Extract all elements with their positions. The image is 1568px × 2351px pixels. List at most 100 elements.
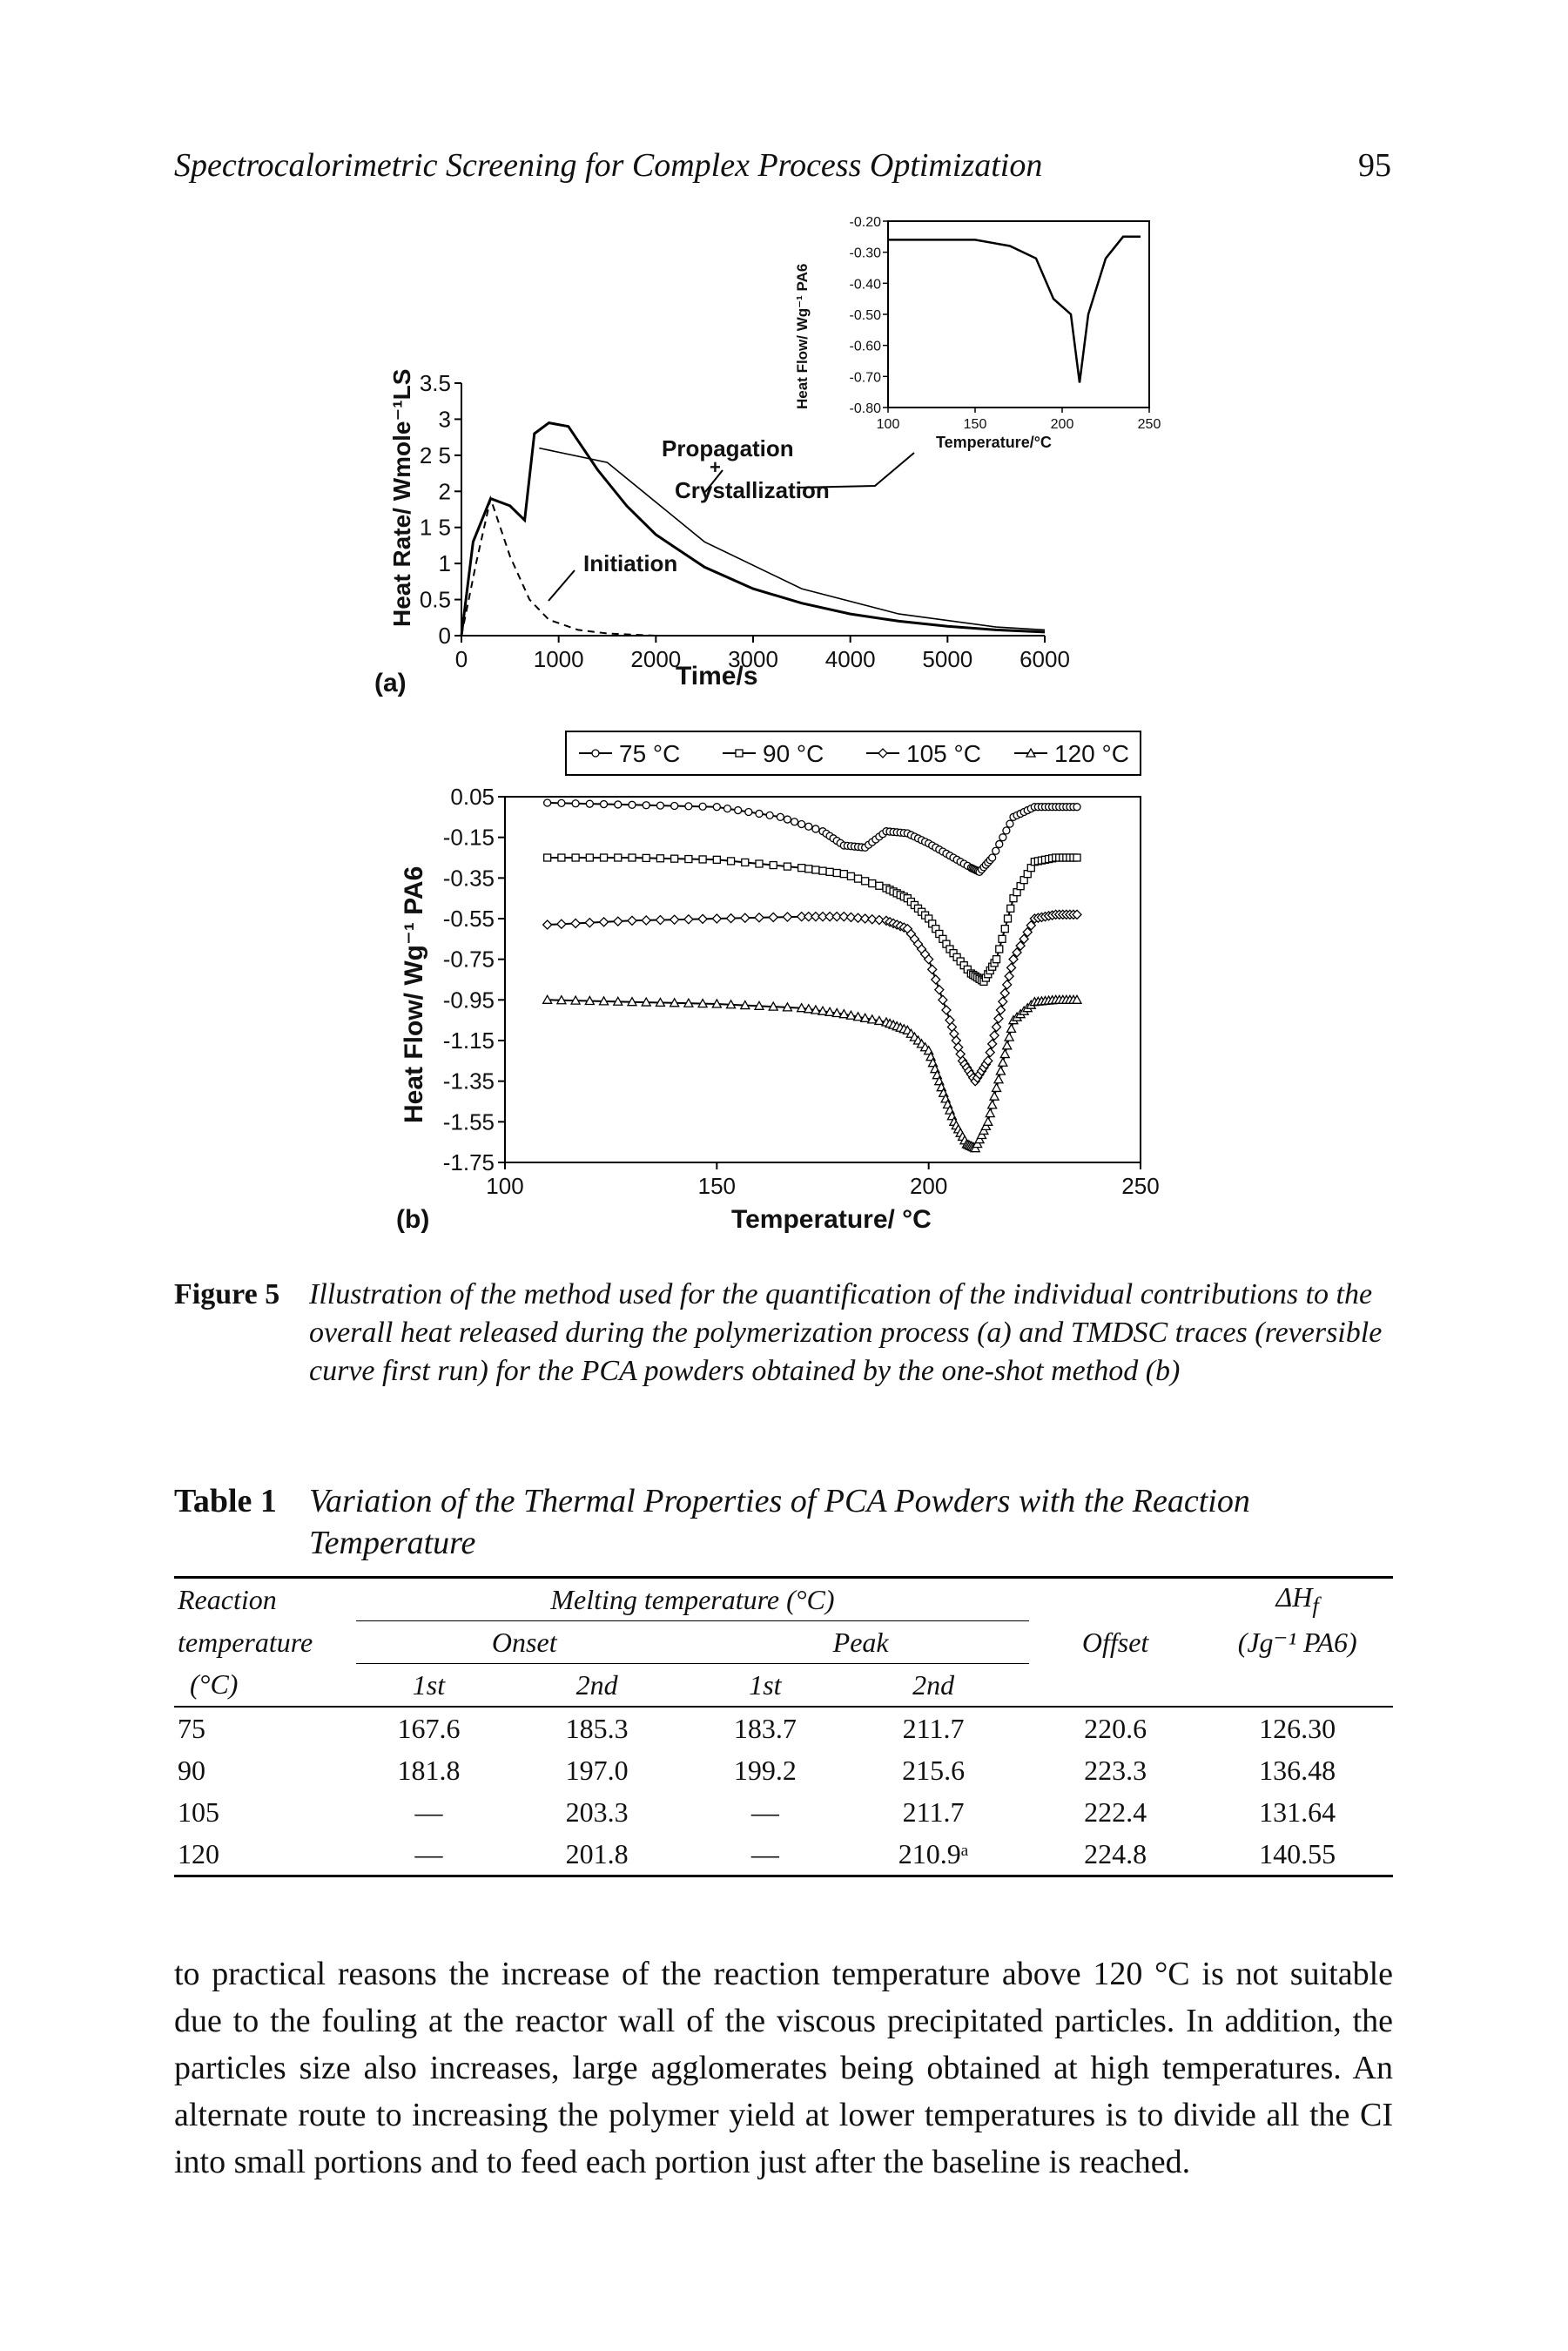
data-point — [992, 846, 1000, 855]
table-cell: 181.8 — [397, 1754, 461, 1786]
running-title: Spectrocalorimetric Screening for Comple… — [174, 147, 1043, 184]
table-cell: 223.3 — [1084, 1754, 1147, 1786]
th-peak-1st: 1st — [692, 1663, 838, 1708]
inset-x-tick-label: 200 — [1051, 417, 1074, 432]
legend-label: 90 °C — [763, 740, 824, 767]
data-point — [656, 801, 665, 810]
y-tick-label: -0.35 — [443, 865, 495, 891]
data-point — [853, 874, 863, 883]
data-point — [754, 912, 764, 923]
x-tick-label: 200 — [910, 1173, 947, 1199]
data-point — [1004, 971, 1015, 982]
data-point — [782, 1001, 793, 1012]
figure-caption-text: Illustration of the method used for the … — [309, 1278, 1383, 1387]
x-tick-label: 250 — [1121, 1173, 1159, 1199]
data-point — [995, 945, 1004, 953]
data-point — [585, 853, 594, 862]
data-point — [796, 1002, 807, 1013]
data-point — [612, 916, 623, 927]
data-point — [669, 997, 680, 1007]
legend-marker — [1025, 747, 1037, 758]
data-point — [818, 911, 828, 922]
data-point — [744, 807, 753, 817]
data-point — [571, 799, 580, 808]
data-point — [838, 911, 850, 922]
inset-y-tick-label: -0.70 — [850, 370, 882, 385]
data-point — [810, 911, 821, 922]
data-point — [845, 1009, 857, 1020]
data-point — [683, 913, 694, 925]
data-point — [755, 859, 764, 868]
table-cell: 140.55 — [1259, 1837, 1336, 1869]
data-point — [818, 866, 827, 875]
data-point — [684, 802, 693, 811]
data-point — [555, 994, 567, 1005]
y-tick-label: 0.5 — [420, 587, 451, 613]
th-onset-2nd: 2nd — [501, 1663, 693, 1708]
data-point — [859, 913, 871, 924]
data-point — [1072, 909, 1082, 920]
table-cell: 185.3 — [565, 1712, 629, 1744]
data-point — [804, 865, 813, 873]
data-point — [1003, 914, 1013, 923]
inset-y-tick-label: -0.60 — [850, 340, 882, 354]
series-line-2 — [547, 913, 1077, 1083]
inset-y-tick-label: -0.30 — [850, 246, 882, 261]
data-point — [852, 913, 864, 924]
inset-x-tick-label: 100 — [877, 417, 900, 432]
data-point — [584, 995, 596, 1006]
data-point — [1015, 940, 1026, 952]
data-point — [999, 1048, 1011, 1059]
data-point — [628, 800, 636, 809]
data-point — [1073, 853, 1081, 862]
th-offset: Offset — [1081, 1626, 1149, 1658]
figure-caption-label: Figure 5 — [174, 1278, 280, 1310]
data-point — [810, 1004, 821, 1014]
data-point — [599, 799, 609, 809]
th-dh-unit: (Jg⁻¹ PA6) — [1237, 1627, 1357, 1658]
th-onset: Onset — [356, 1620, 693, 1664]
data-point — [783, 862, 792, 871]
data-point — [543, 798, 552, 807]
data-point — [852, 1011, 864, 1021]
x-tick-label: 1000 — [534, 646, 584, 672]
data-point — [725, 999, 737, 1009]
data-point — [641, 915, 652, 926]
data-point — [991, 1082, 1002, 1093]
legend-label: 105 °C — [906, 740, 981, 767]
legend-marker — [735, 749, 744, 758]
data-point — [992, 955, 1001, 964]
data-point — [982, 1055, 993, 1067]
data-point — [995, 1065, 1006, 1075]
data-point — [873, 914, 885, 926]
data-point — [670, 801, 679, 811]
data-point — [866, 1014, 878, 1024]
table-caption-text: Variation of the Thermal Properties of P… — [309, 1483, 1250, 1561]
arrow-crystallization — [796, 452, 915, 488]
table-cell: 220.6 — [1084, 1712, 1147, 1744]
data-point — [868, 879, 877, 888]
data-point — [817, 1005, 829, 1015]
data-point — [698, 802, 707, 811]
data-point — [930, 974, 941, 985]
table-cell: — — [750, 1837, 779, 1869]
data-point — [982, 1115, 993, 1126]
data-point — [845, 912, 857, 923]
table-cell: 224.8 — [1084, 1837, 1147, 1869]
data-point — [1012, 946, 1022, 958]
data-point — [986, 1099, 998, 1109]
data-point — [1026, 920, 1037, 931]
th-dh: ΔHf — [1275, 1580, 1319, 1618]
body-paragraph: to practical reasons the increase of the… — [174, 1956, 1393, 2180]
y-tick-label: -1.35 — [443, 1068, 495, 1095]
legend-label: 120 °C — [1054, 740, 1129, 767]
data-point — [993, 1074, 1005, 1084]
page-number: 95 — [1358, 147, 1391, 184]
data-point — [859, 1012, 871, 1022]
data-point — [999, 987, 1011, 999]
data-point — [803, 1003, 814, 1014]
data-point — [832, 868, 841, 878]
data-point — [861, 877, 870, 886]
